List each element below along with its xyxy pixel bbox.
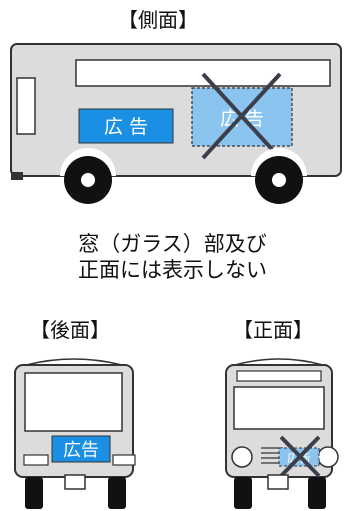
rear-left-light: [23, 454, 49, 466]
front-view-heading: 【正面】: [233, 318, 313, 342]
rear-bumper: [64, 474, 86, 490]
front-bumper: [267, 474, 289, 490]
front-cross-mark-b: [279, 435, 321, 478]
rear-roof: [25, 358, 123, 366]
side-view-heading: 【側面】: [118, 8, 198, 32]
front-view-bus: 広告: [225, 358, 339, 509]
front-left-headlight: [231, 446, 253, 468]
rear-left-wheel: [25, 477, 43, 509]
rear-right-light: [112, 454, 136, 466]
rear-ad-label: 広告: [63, 440, 99, 461]
side-view-bus: 広 告 広 告: [10, 43, 342, 204]
front-wheel-hub: [81, 173, 95, 187]
rear-wheel-hub: [272, 173, 286, 187]
side-ad-label: 広 告: [104, 116, 148, 138]
bus-door: [16, 77, 36, 135]
note-line-2: 正面には表示しない: [78, 258, 267, 282]
rear-view-bus: 広告: [14, 358, 136, 509]
front-left-wheel: [234, 477, 252, 509]
front-roof: [234, 358, 324, 366]
side-cross-mark-b: [201, 72, 282, 160]
side-window: [75, 59, 331, 87]
front-windshield: [233, 386, 325, 430]
bus-bumper: [11, 172, 23, 180]
rear-window: [24, 372, 123, 432]
rear-view-heading: 【後面】: [30, 318, 110, 342]
side-ad-panel: [78, 108, 174, 144]
front-destination-window: [236, 370, 322, 382]
note-line-1: 窓（ガラス）部及び: [78, 232, 267, 256]
rear-ad-panel: [51, 435, 111, 463]
rear-right-wheel: [108, 477, 126, 509]
front-right-wheel: [308, 477, 326, 509]
front-right-headlight: [317, 446, 339, 468]
